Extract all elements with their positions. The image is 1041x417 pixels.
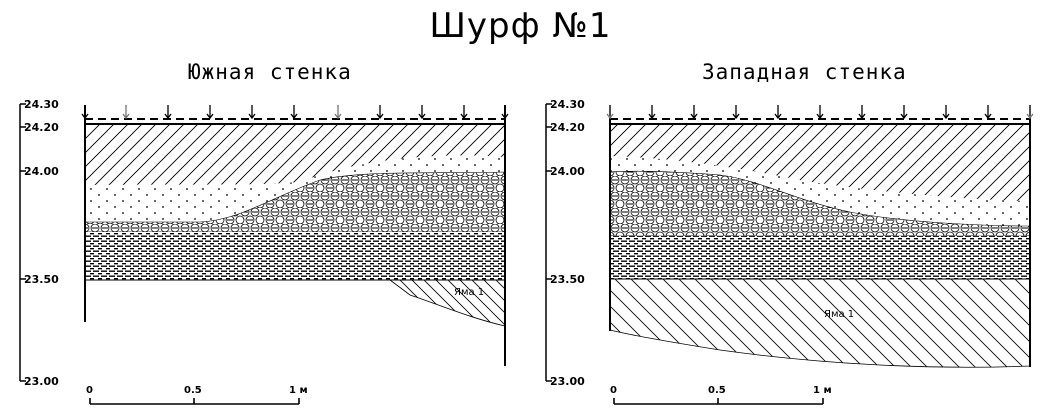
south-wall-title: Южная стенка [188,60,352,84]
pit-1-fill [388,279,506,327]
elevation-label: 24.30 [24,98,59,111]
pit-label: Яма 1 [454,287,484,298]
pit-label: Яма 1 [824,309,854,320]
topsoil-layer [610,125,1030,201]
south-wall-profile: 24.30 24.20 24.00 23.50 23.00 Яма 1 0 0.… [19,98,509,405]
elevation-label: 24.20 [550,121,585,134]
page-title: Шурф №1 [429,6,612,46]
scale-label: 1 м [813,385,832,396]
loam-layer [85,232,505,280]
pit-1-fill [609,278,1031,368]
elevation-label: 23.00 [24,375,59,388]
elevation-label: 24.20 [24,121,59,134]
gravel-layer [609,170,1031,237]
scale-label: 1 м [289,385,308,396]
topsoil-layer [85,125,505,185]
west-wall-title: Западная стенка [702,60,907,84]
scale-label: 0 [86,385,93,396]
elevation-label: 24.00 [24,165,59,178]
elevation-label: 23.50 [550,273,585,286]
loam-layer [610,236,1030,279]
elevation-label: 24.00 [550,165,585,178]
elevation-label: 23.50 [24,273,59,286]
elevation-label: 24.30 [550,98,585,111]
sand-layer [610,156,1030,226]
scale-label: 0 [610,385,617,396]
sand-layer [85,155,505,222]
west-wall-profile: 24.30 24.20 24.00 23.50 23.00 Яма 1 0 0.… [545,98,1034,405]
elevation-label: 23.00 [550,375,585,388]
scale-label: 0.5 [184,385,202,396]
scale-label: 0.5 [708,385,726,396]
